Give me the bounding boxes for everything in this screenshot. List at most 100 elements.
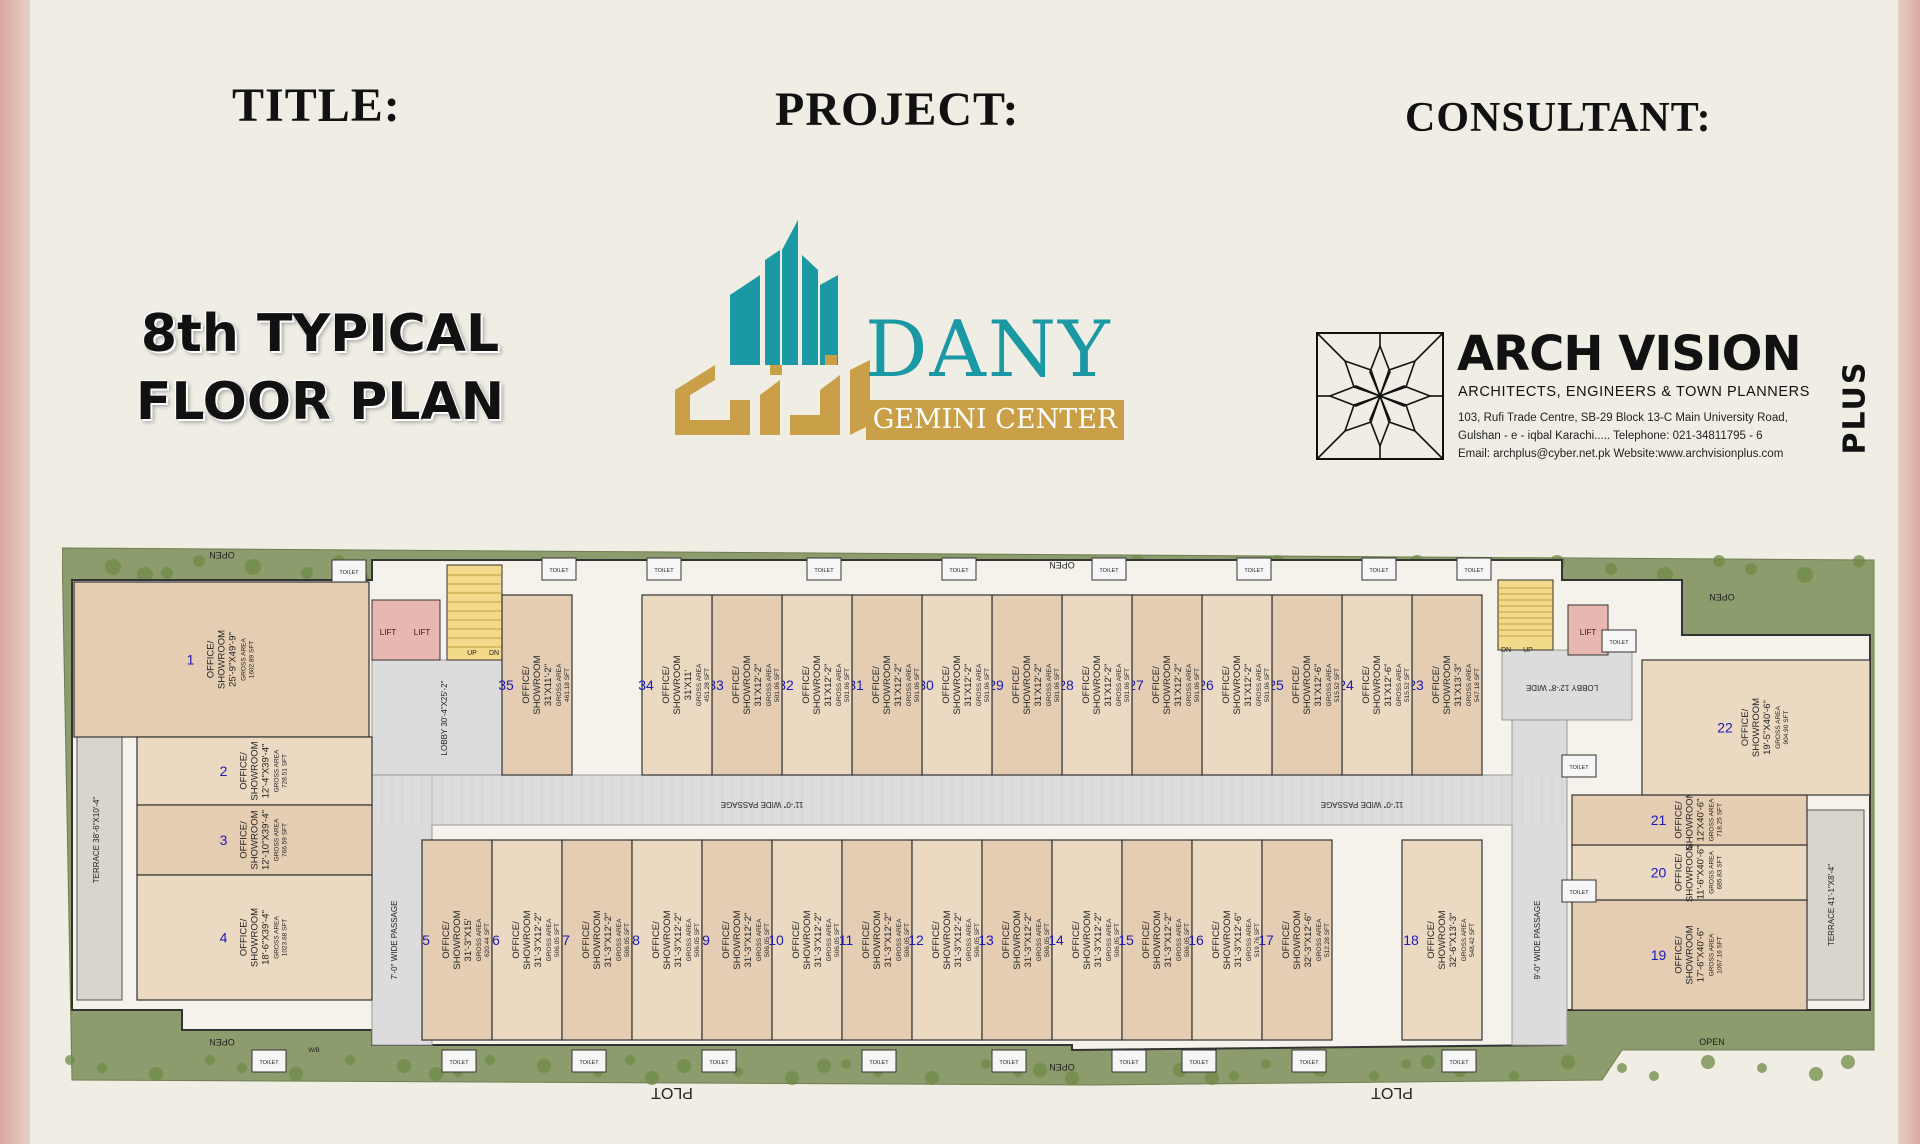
toilet-2 — [541, 557, 577, 581]
toilet-6 — [1091, 557, 1127, 581]
unit-30-desc-2: SHOWROOM — [952, 655, 963, 714]
unit-2-desc-1: OFFICE/ — [239, 752, 250, 790]
unit-1-gross-label: GROSS AREA — [241, 638, 248, 681]
unit-11-number: 11 — [839, 932, 854, 948]
unit-14-number: 14 — [1048, 932, 1064, 948]
unit-19-area: 1067.16 SFT — [1717, 936, 1724, 974]
unit-18-number: 18 — [1403, 932, 1419, 948]
unit-26-desc-1: OFFICE/ — [1221, 666, 1232, 704]
unit-3-area: 766.59 SFT — [282, 823, 289, 857]
unit-27-desc-2: SHOWROOM — [1162, 655, 1173, 714]
unit-25-size: 31'X12'-6" — [1313, 664, 1324, 707]
wub-label: W/B — [308, 1048, 319, 1054]
unit-23-desc-2: SHOWROOM — [1442, 655, 1453, 714]
terrace-right-label: TERRACE 41'-1"X8'-4" — [1827, 864, 1836, 946]
unit-5-room — [421, 839, 493, 1041]
unit-11-size: 31'-3"X12'-2" — [883, 913, 894, 968]
unit-13-desc-2: SHOWROOM — [1012, 910, 1023, 969]
toilet-label: TOILET — [1609, 640, 1629, 646]
unit-4-desc-2: SHOWROOM — [250, 908, 261, 967]
toilet-label: TOILET — [1569, 890, 1589, 896]
unit-32-desc-2: SHOWROOM — [812, 655, 823, 714]
toilet-label: TOILET — [709, 1060, 729, 1066]
unit-28-room — [1061, 594, 1133, 776]
stair-up-label: UP — [467, 650, 477, 657]
unit-3-number: 3 — [220, 832, 228, 848]
unit-7-area: 506.05 SFT — [624, 923, 631, 957]
unit-8-size: 31'-3"X12'-2" — [673, 913, 684, 968]
shrub — [981, 1059, 991, 1069]
unit-17-area: 512.28 SFT — [1324, 923, 1331, 957]
unit-18-size: 32'-6"X13'-3" — [1448, 913, 1459, 968]
shrub — [841, 1059, 851, 1069]
unit-8-number: 8 — [632, 932, 640, 948]
consultant-tagline: ARCHITECTS, ENGINEERS & TOWN PLANNERS — [1458, 384, 1810, 400]
unit-13-desc-1: OFFICE/ — [1001, 921, 1012, 959]
unit-17-size: 32'-3"X12'-6" — [1303, 913, 1314, 968]
lift-right — [1567, 604, 1609, 656]
unit-12-area: 506.05 SFT — [974, 923, 981, 957]
unit-24-desc-2: SHOWROOM — [1372, 655, 1383, 714]
dany-logo-icon — [675, 220, 870, 435]
toilet-label: TOILET — [1189, 1060, 1209, 1066]
unit-34-size: 31'X11' — [683, 670, 694, 701]
toilet-label: TOILET — [579, 1060, 599, 1066]
shrub — [1401, 1059, 1411, 1069]
shrub — [645, 1071, 659, 1085]
unit-27-gross-label: GROSS AREA — [1186, 663, 1193, 706]
unit-6-desc-2: SHOWROOM — [522, 910, 533, 969]
unit-4-room — [136, 874, 373, 1001]
shrub — [149, 1067, 163, 1081]
unit-28-desc-2: SHOWROOM — [1092, 655, 1103, 714]
unit-12-desc-1: OFFICE/ — [931, 921, 942, 959]
terrace-right — [1803, 809, 1865, 1001]
unit-13-room — [981, 839, 1053, 1041]
open-label: OPEN — [1049, 1062, 1075, 1072]
unit-17-room — [1261, 839, 1333, 1041]
open-label: OPEN — [1049, 560, 1075, 570]
shrub — [1605, 563, 1617, 575]
unit-27-desc-1: OFFICE/ — [1151, 666, 1162, 704]
shrub — [485, 1055, 495, 1065]
unit-32-size: 31'X12'-2" — [823, 664, 834, 707]
unit-23-room — [1411, 594, 1483, 776]
unit-9-desc-1: OFFICE/ — [721, 921, 732, 959]
toilet-label: TOILET — [654, 568, 674, 574]
unit-16-room — [1191, 839, 1263, 1041]
unit-9-number: 9 — [702, 932, 710, 948]
unit-33-room — [711, 594, 783, 776]
unit-12-number: 12 — [908, 932, 924, 948]
unit-35-number: 35 — [498, 677, 514, 693]
unit-34-gross-label: GROSS AREA — [696, 663, 703, 706]
unit-15-desc-1: OFFICE/ — [1141, 921, 1152, 959]
toilet-label: TOILET — [259, 1060, 279, 1066]
unit-18-area: 548.42 SFT — [1469, 923, 1476, 957]
right-passage — [1511, 659, 1568, 1046]
unit-20-area: 685.83 SFT — [1717, 855, 1724, 889]
unit-23-size: 31'X13'-3" — [1453, 664, 1464, 707]
shrub — [1757, 1063, 1767, 1073]
shrub — [677, 1059, 691, 1073]
unit-3-room — [136, 804, 373, 876]
unit-15-area: 506.05 SFT — [1184, 923, 1191, 957]
right-edge-strip — [1898, 0, 1920, 1144]
unit-33-size: 31'X12'-2" — [753, 664, 764, 707]
unit-8-gross-label: GROSS AREA — [686, 918, 693, 961]
lift-label: LIFT — [380, 628, 397, 637]
toilet-label: TOILET — [1099, 568, 1119, 574]
unit-22-size: 19'-5"X40'-6" — [1762, 700, 1773, 755]
unit-31-desc-2: SHOWROOM — [882, 655, 893, 714]
unit-17-number: 17 — [1258, 932, 1274, 948]
unit-27-area: 501.06 SFT — [1194, 668, 1201, 702]
unit-3-gross-label: GROSS AREA — [274, 818, 281, 861]
toilet-16 — [1111, 1049, 1147, 1073]
consultant-label: CONSULTANT: — [1405, 95, 1712, 141]
